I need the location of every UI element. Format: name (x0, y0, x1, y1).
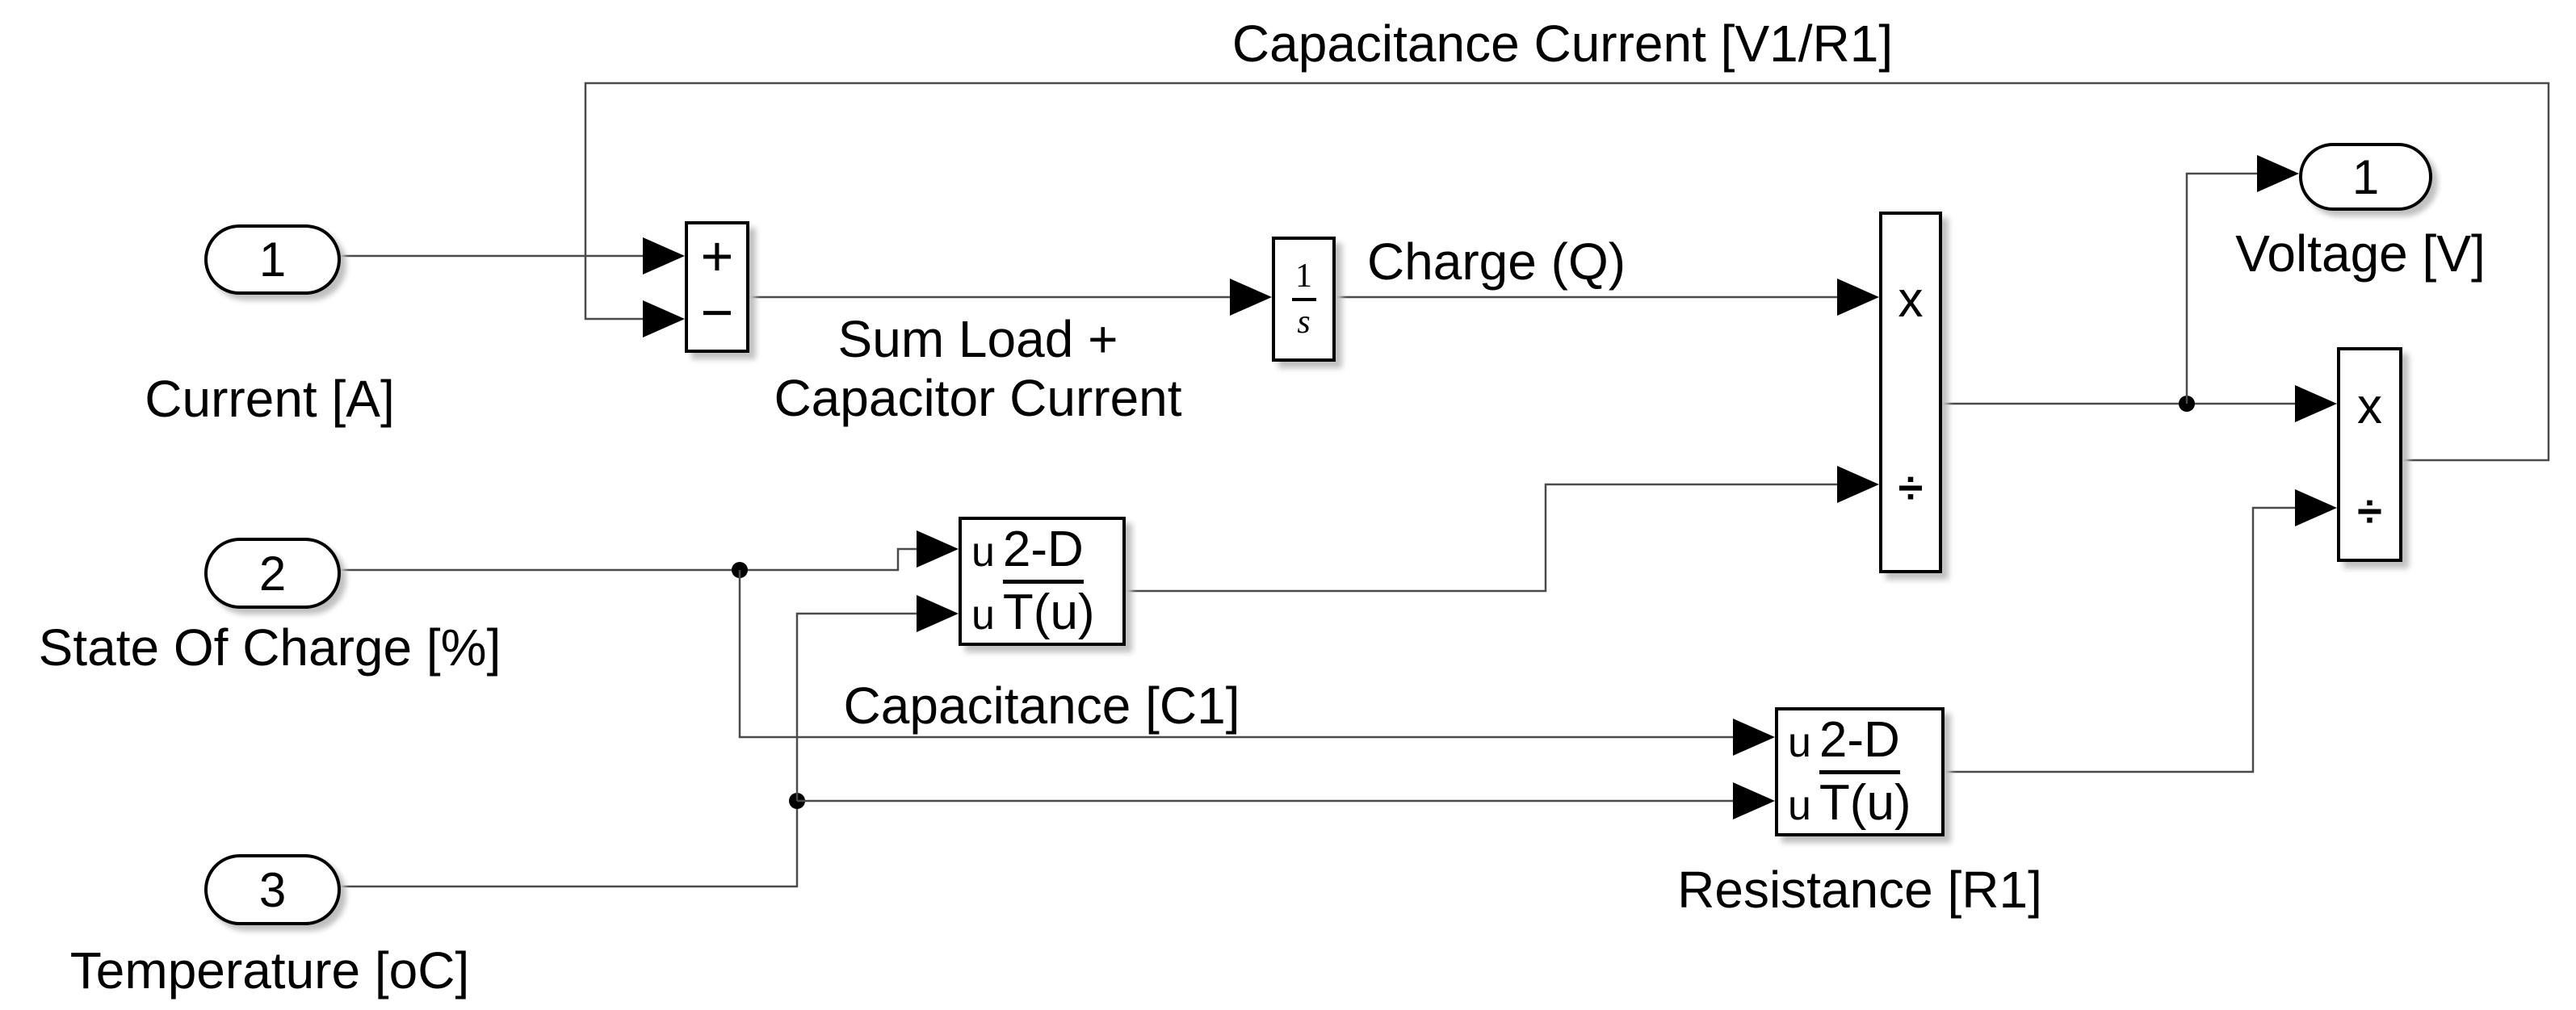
integrator-denominator: s (1297, 303, 1311, 341)
arrowhead-icon (1733, 719, 1775, 756)
divide-sign: ÷ (2357, 485, 2382, 536)
outport-voltage[interactable]: 1 (2299, 143, 2432, 211)
inport-current[interactable]: 1 (204, 224, 341, 295)
inport-current-number: 1 (258, 233, 287, 287)
integrator-icon: 1 s (1291, 258, 1316, 341)
lookup-tu-glyph: T(u) (1819, 774, 1911, 831)
integrator-block[interactable]: 1 s (1272, 237, 1336, 362)
sum-block[interactable]: + − (685, 221, 749, 353)
sum-label-line2: Capacitor Current (774, 368, 1182, 427)
arrowhead-icon (643, 237, 685, 275)
wire-voltage-to-outport[interactable] (2185, 172, 2260, 404)
wire-temperature-trunk[interactable] (335, 801, 799, 888)
arrowhead-icon (917, 595, 959, 632)
lookup-row: u T(u) (971, 584, 1122, 642)
outport-voltage-label: Voltage [V] (2235, 224, 2486, 283)
lookup-2d-glyph: 2-D (1002, 521, 1084, 584)
arrowhead-icon (1733, 782, 1775, 819)
charge-signal-label[interactable]: Charge (Q) (1366, 233, 1626, 291)
sum-block-label: Sum Load + Capacitor Current (774, 310, 1181, 428)
product-block-1[interactable]: x ÷ (1879, 212, 1942, 573)
inport-soc-label: State Of Charge [%] (38, 618, 501, 677)
inport-temperature[interactable]: 3 (204, 854, 341, 925)
fraction-bar (1291, 297, 1316, 301)
product-block-2[interactable]: x ÷ (2337, 347, 2402, 562)
lookup-row: u 2-D (971, 521, 1122, 584)
wire-temperature-to-capacitance-lookup[interactable] (795, 612, 920, 801)
inport-soc-number: 2 (258, 546, 287, 601)
outport-voltage-number: 1 (2352, 149, 2380, 204)
lookup-input2-glyph: u (971, 591, 995, 639)
integrator-numerator: 1 (1295, 258, 1312, 295)
wire-soc-to-capacitance-lookup[interactable] (334, 547, 920, 572)
lookup-2d-glyph: 2-D (1819, 711, 1900, 774)
wire-capacitance-to-product1[interactable] (1126, 483, 1840, 593)
lookup-capacitance-block[interactable]: u 2-D u T(u) (959, 517, 1126, 646)
inport-soc[interactable]: 2 (204, 538, 341, 609)
divide-sign: ÷ (1898, 462, 1924, 513)
annotation-capacitance-current[interactable]: Capacitance Current [V1/R1] (1231, 15, 1894, 73)
arrowhead-icon (1837, 466, 1879, 503)
arrowhead-icon (2295, 489, 2337, 526)
lookup-resistance-label: Resistance [R1] (1677, 861, 2042, 919)
inport-temperature-label: Temperature [oC] (69, 941, 470, 1000)
arrowhead-icon (2295, 385, 2337, 422)
wire-resistance-to-product2[interactable] (1945, 506, 2298, 773)
sum-label-line1: Sum Load + (837, 310, 1118, 368)
multiply-sign: x (1898, 272, 1924, 328)
arrowhead-icon (1837, 279, 1879, 316)
lookup-input1-glyph: u (1788, 719, 1811, 767)
multiply-sign: x (2357, 379, 2382, 434)
arrowhead-icon (643, 300, 685, 337)
arrowhead-icon (917, 530, 959, 568)
minus-sign: − (700, 281, 734, 344)
plus-sign: + (700, 224, 734, 287)
wire-feedback-capacitance-current[interactable] (584, 82, 2550, 462)
lookup-row: u T(u) (1788, 774, 1941, 832)
lookup-resistance-block[interactable]: u 2-D u T(u) (1775, 707, 1945, 836)
arrowhead-icon (1230, 279, 1272, 316)
lookup-input1-glyph: u (971, 529, 995, 576)
lookup-tu-glyph: T(u) (1002, 584, 1095, 640)
inport-temperature-number: 3 (258, 862, 287, 917)
arrowhead-icon (2257, 155, 2299, 192)
lookup-row: u 2-D (1788, 711, 1941, 774)
lookup-input2-glyph: u (1788, 782, 1811, 829)
inport-current-label: Current [A] (145, 370, 395, 428)
lookup-capacitance-label: Capacitance [C1] (843, 677, 1240, 735)
wire-soc-to-resistance-lookup[interactable] (738, 570, 1736, 739)
